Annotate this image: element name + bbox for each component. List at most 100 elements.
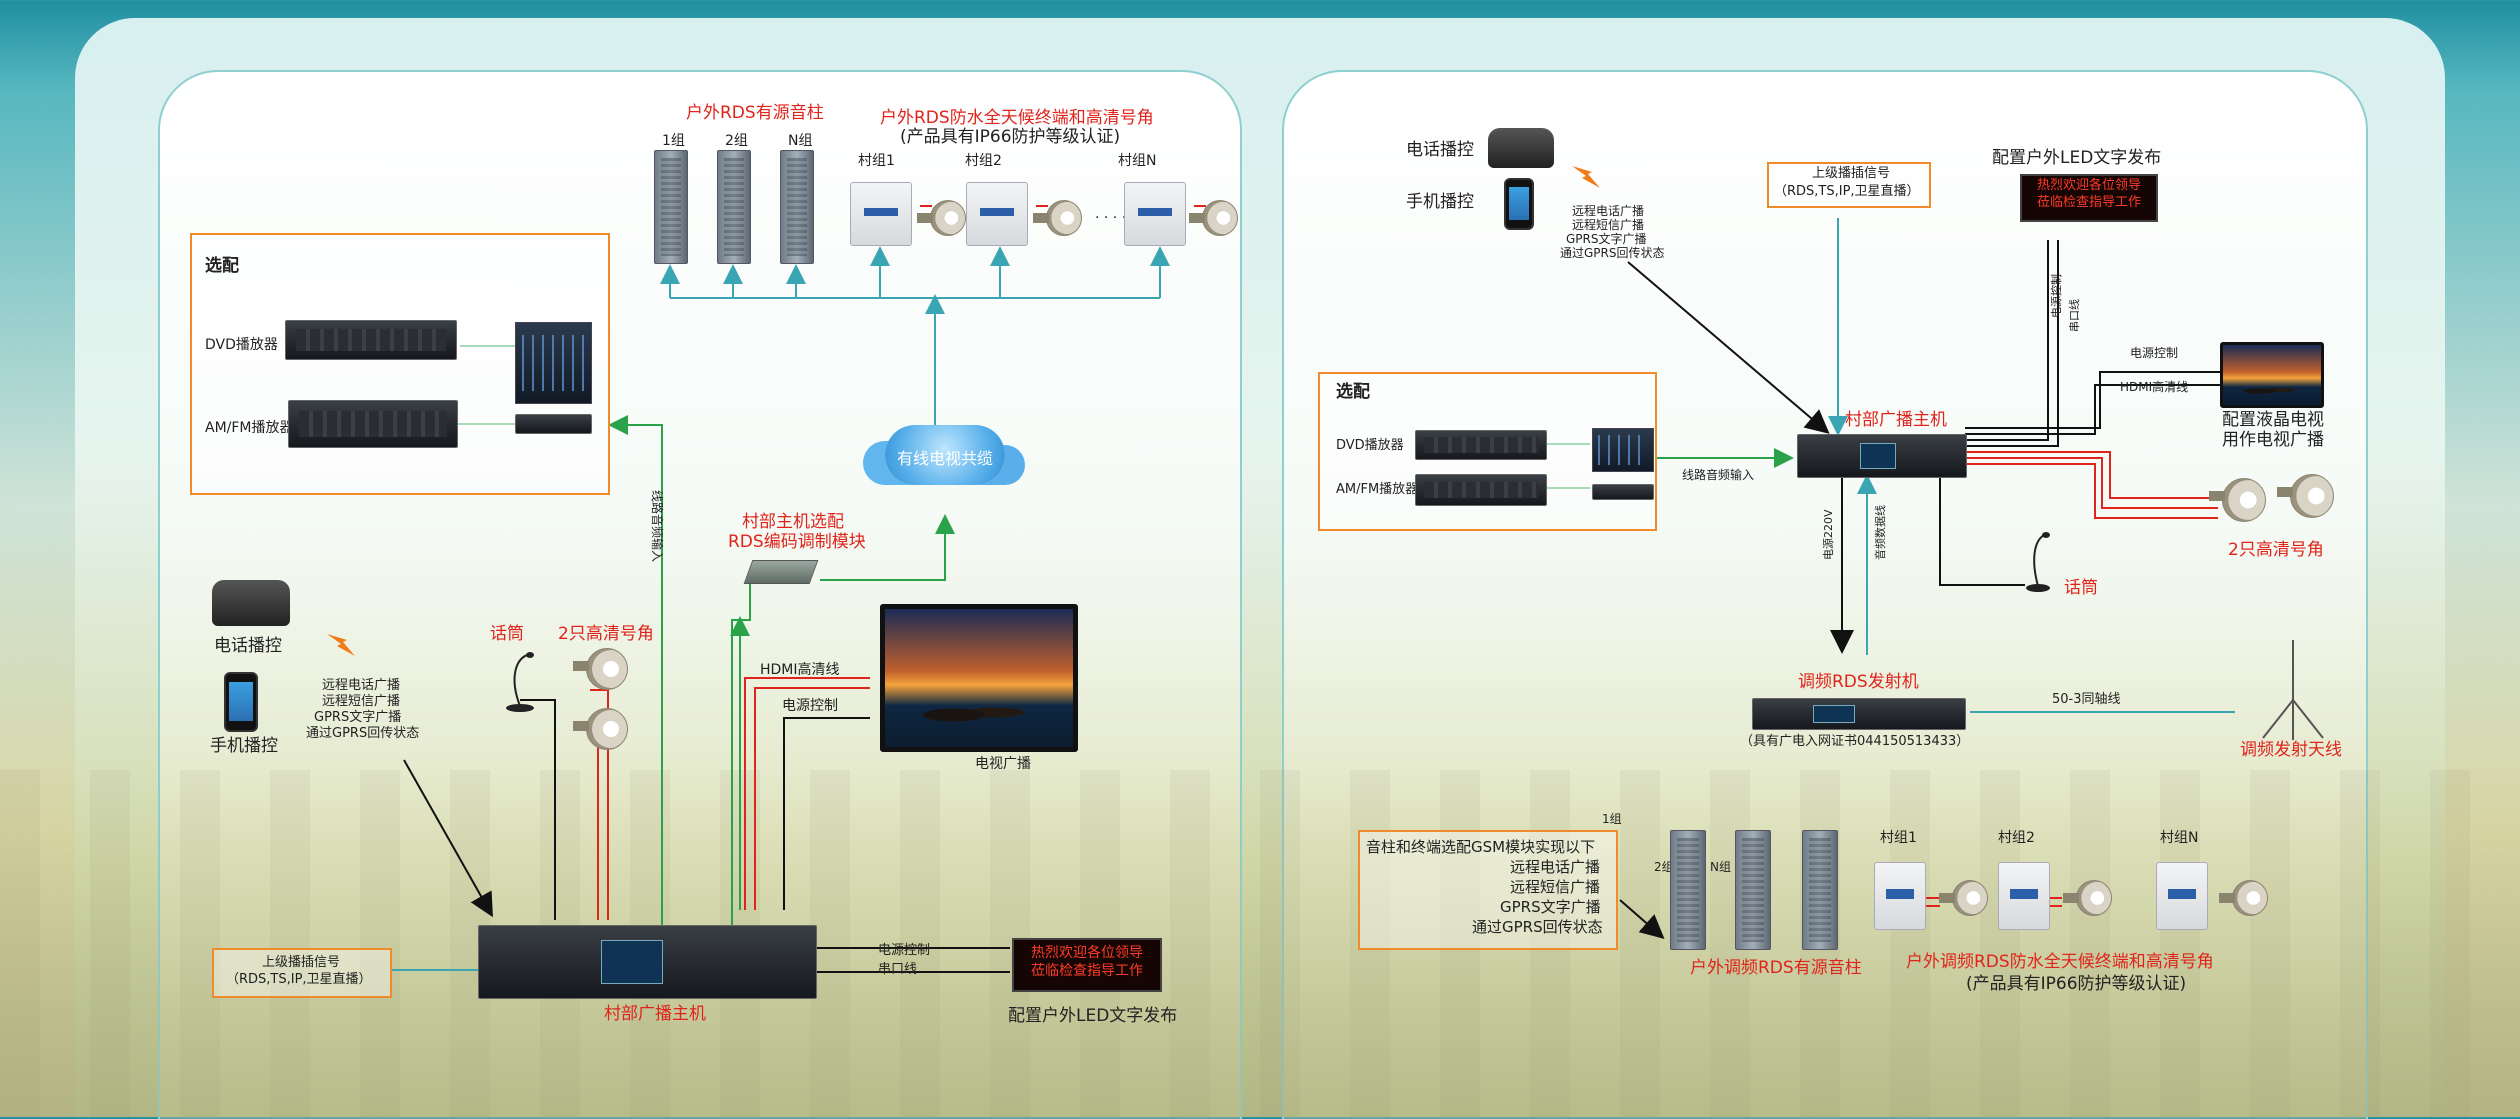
right-upper-signal-1: 上级播插信号 bbox=[1812, 166, 1891, 181]
desk-phone-icon bbox=[212, 580, 290, 626]
left-line-input-label: 线路音频输入 bbox=[650, 490, 664, 563]
right-led-label: 配置户外LED文字发布 bbox=[1992, 148, 2162, 168]
right-hdmi-label: HDMI高清线 bbox=[2120, 380, 2189, 394]
cloud-label: 有线电视共缆 bbox=[896, 449, 993, 468]
gsm-line-3: 远程短信广播 bbox=[1510, 878, 1601, 896]
host-screen bbox=[1860, 443, 1896, 469]
left-tv-label: 电视广播 bbox=[975, 756, 1031, 772]
right-groupN-label: N组 bbox=[1710, 860, 1731, 874]
right-dvd-label: DVD播放器 bbox=[1336, 438, 1404, 453]
fm-rds-transmitter bbox=[1752, 698, 1966, 730]
transmitter-display bbox=[1813, 705, 1855, 723]
horn-icon bbox=[2219, 880, 2268, 916]
cable-tv-cloud: 有线电视共缆 bbox=[885, 425, 1005, 485]
left-remote-4: 通过GPRS回传状态 bbox=[306, 726, 420, 741]
right-remote-4: 通过GPRS回传状态 bbox=[1560, 246, 1665, 260]
terminal-group-n-label: 村组N bbox=[1118, 153, 1157, 169]
right-optional-title: 选配 bbox=[1336, 382, 1370, 402]
gsm-line-5: 通过GPRS回传状态 bbox=[1472, 918, 1603, 936]
left-phone-label: 电话播控 bbox=[214, 636, 282, 656]
left-amfm-label: AM/FM播放器 bbox=[205, 420, 294, 436]
right-upper-signal-box bbox=[1767, 162, 1931, 208]
right-remote-2: 远程短信广播 bbox=[1572, 218, 1645, 232]
right-led-sign: 热烈欢迎各位领导 莅临检查指导工作 bbox=[2020, 174, 2158, 222]
fm-antenna-icon bbox=[2262, 640, 2324, 740]
right-amfm-label: AM/FM播放器 bbox=[1336, 482, 1419, 497]
desk-phone-icon bbox=[1488, 128, 1554, 168]
left-mic-label: 话筒 bbox=[490, 624, 524, 644]
horn-icon bbox=[1939, 880, 1988, 916]
terminal-group-2-label: 村组2 bbox=[965, 153, 1002, 169]
horn-icon bbox=[2209, 478, 2266, 522]
left-led-sign: 热烈欢迎各位领导 莅临检查指导工作 bbox=[1012, 938, 1162, 992]
right-line-input-label: 线路音频输入 bbox=[1682, 468, 1755, 482]
right-terminal-title-2: (产品具有IP66防护等级认证) bbox=[1966, 974, 2187, 994]
microphone-icon bbox=[506, 652, 534, 712]
horn-icon bbox=[2063, 880, 2112, 916]
right-coax-label: 50-3同轴线 bbox=[2052, 692, 2121, 707]
right-power220-label: 电源220V bbox=[1822, 509, 1835, 560]
column-group-1-label: 1组 bbox=[662, 133, 685, 149]
terminal-1 bbox=[850, 182, 912, 246]
right-terminal-n-label: 村组N bbox=[2160, 830, 2199, 846]
right-gsm-box bbox=[1358, 830, 1618, 950]
horn-icon bbox=[917, 200, 966, 236]
right-fm-tx-label: 调频RDS发射机 bbox=[1798, 672, 1919, 692]
column-group-n-label: N组 bbox=[788, 133, 813, 149]
right-group2-label: 2组 bbox=[1654, 860, 1674, 874]
column-group-2-label: 2组 bbox=[725, 133, 748, 149]
right-tv-label-1: 配置液晶电视 bbox=[2222, 410, 2324, 430]
left-tv bbox=[880, 604, 1078, 752]
horn-icon bbox=[1033, 200, 1082, 236]
terminal-group-1-label: 村组1 bbox=[858, 153, 895, 169]
left-hdmi-label: HDMI高清线 bbox=[760, 662, 840, 678]
terminal-ellipsis: · · · · bbox=[1095, 210, 1127, 226]
left-mobile-label: 手机播控 bbox=[210, 736, 278, 756]
speaker-column-1 bbox=[654, 150, 688, 264]
amfm-player bbox=[1415, 474, 1547, 506]
right-host-label: 村部广播主机 bbox=[1845, 410, 1947, 430]
left-power-ctrl-label2: 电源控制 bbox=[878, 943, 931, 958]
right-tv-label-2: 用作电视广播 bbox=[2222, 430, 2324, 450]
right-terminal-2-label: 村组2 bbox=[1998, 830, 2035, 846]
right-column-label: 户外调频RDS有源音柱 bbox=[1690, 958, 1862, 978]
left-optional-title: 选配 bbox=[205, 256, 239, 276]
host-screen bbox=[601, 940, 663, 984]
left-serial-label: 串口线 bbox=[878, 962, 918, 977]
right-cert-label: （具有广电入网证书044150513433） bbox=[1740, 734, 1970, 749]
right-horns-label: 2只高清号角 bbox=[2228, 540, 2324, 560]
right-terminal-title-1: 户外调频RDS防水全天候终端和高清号角 bbox=[1906, 952, 2214, 972]
speaker-column-2 bbox=[717, 150, 751, 264]
right-terminal-1-label: 村组1 bbox=[1880, 830, 1917, 846]
right-group1-label: 1组 bbox=[1602, 812, 1622, 826]
right-phone-label: 电话播控 bbox=[1406, 140, 1474, 160]
audio-mixer bbox=[1592, 428, 1654, 472]
small-unit bbox=[515, 414, 592, 434]
left-remote-2: 远程短信广播 bbox=[322, 694, 401, 709]
right-remote-3: GPRS文字广播 bbox=[1566, 232, 1647, 246]
right-led-line-1: 热烈欢迎各位领导 bbox=[2036, 178, 2141, 193]
right-antenna-label: 调频发射天线 bbox=[2240, 740, 2342, 760]
small-unit bbox=[1592, 484, 1654, 500]
speaker-column-1 bbox=[1670, 830, 1706, 950]
terminal-2 bbox=[966, 182, 1028, 246]
microphone-icon bbox=[2026, 532, 2050, 592]
horn-icon bbox=[573, 708, 628, 750]
gsm-line-1: 音柱和终端选配GSM模块实现以下 bbox=[1366, 838, 1596, 856]
terminal-1 bbox=[1874, 862, 1926, 930]
left-power-ctrl-label: 电源控制 bbox=[782, 698, 838, 714]
horn-icon bbox=[2277, 474, 2334, 518]
left-upper-signal-1: 上级播插信号 bbox=[262, 955, 341, 970]
amfm-player bbox=[288, 400, 458, 448]
speaker-column-2 bbox=[1735, 830, 1771, 950]
left-terminals-title: 户外RDS防水全天候终端和高清号角 bbox=[880, 108, 1154, 128]
right-remote-1: 远程电话广播 bbox=[1572, 204, 1645, 218]
signal-bolt-icon bbox=[1572, 166, 1600, 188]
left-remote-1: 远程电话广播 bbox=[322, 678, 401, 693]
left-dvd-label: DVD播放器 bbox=[205, 337, 278, 353]
left-led-line-2: 莅临检查指导工作 bbox=[1031, 963, 1143, 980]
right-tv bbox=[2220, 342, 2324, 408]
gsm-line-4: GPRS文字广播 bbox=[1500, 898, 1601, 916]
left-upper-signal-2: （RDS,TS,IP,卫星直播） bbox=[226, 972, 372, 987]
dvd-player bbox=[285, 320, 457, 360]
